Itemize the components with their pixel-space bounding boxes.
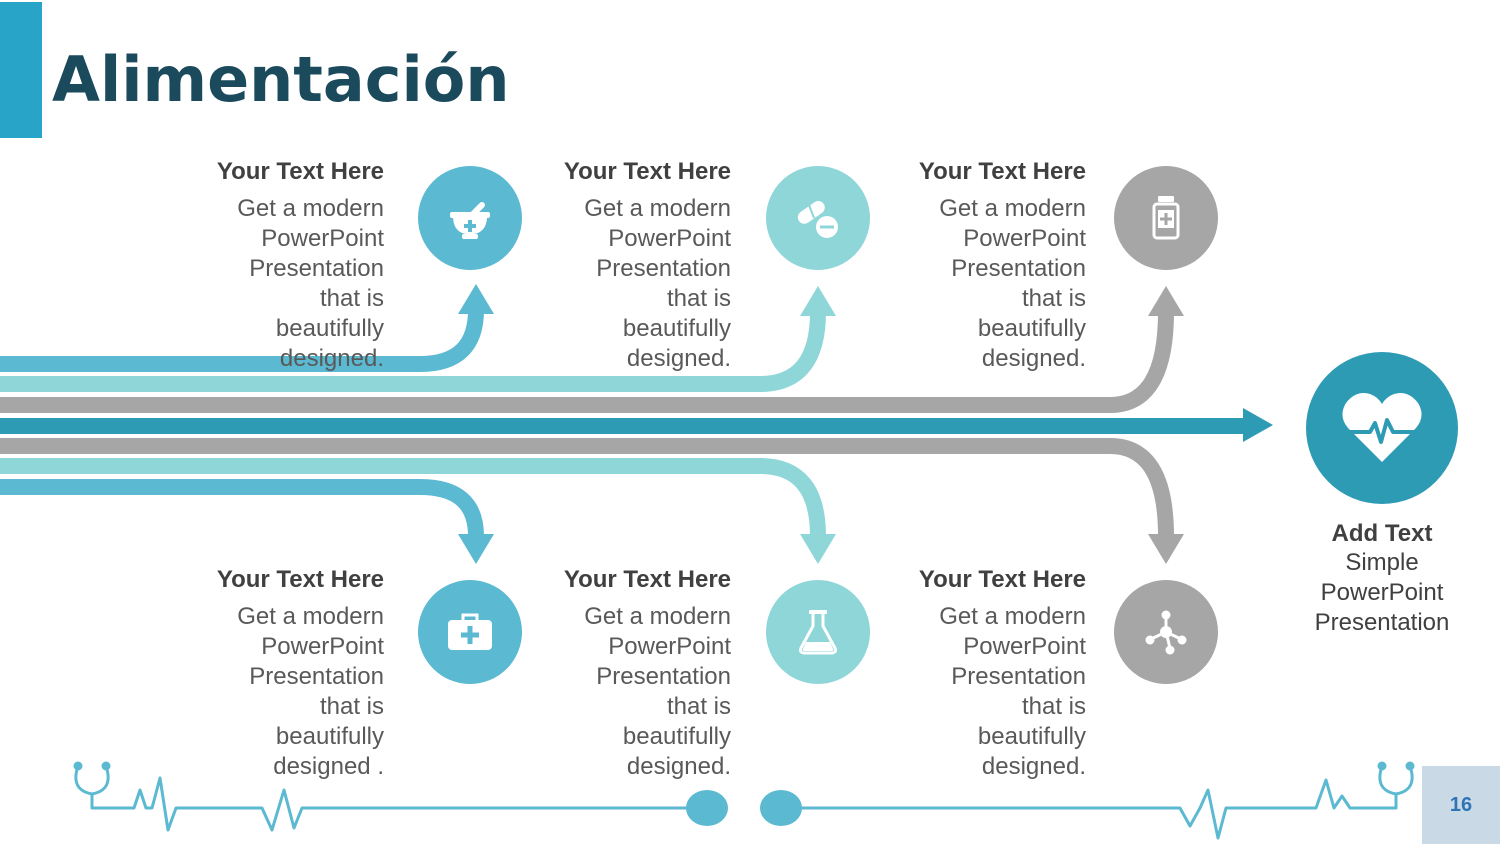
item-heading: Your Text Here xyxy=(563,158,731,185)
item-line: Get a modern xyxy=(939,603,1086,630)
item-line: PowerPoint xyxy=(608,225,731,252)
arrow-bottom-2 xyxy=(0,458,826,537)
item-line: Presentation xyxy=(249,255,384,282)
item-body: Get a modern PowerPoint Presentation tha… xyxy=(471,194,731,374)
item-line: Presentation xyxy=(596,255,731,282)
item-line: that is xyxy=(666,693,731,720)
item-line: beautifully xyxy=(977,723,1086,750)
item-body: Get a modern PowerPoint Presentation tha… xyxy=(471,602,731,782)
item-line: that is xyxy=(1021,693,1086,720)
arrow-top-2-head xyxy=(800,286,836,316)
item-heading: Your Text Here xyxy=(216,566,384,593)
item-line: PowerPoint xyxy=(261,225,384,252)
item-line: beautifully xyxy=(275,723,384,750)
main-line: Simple xyxy=(1345,549,1419,576)
arrow-top-3-head xyxy=(1148,286,1184,316)
item-heading: Your Text Here xyxy=(216,158,384,185)
item-line: Presentation xyxy=(951,663,1086,690)
item-line: designed. xyxy=(626,753,731,780)
item-line: that is xyxy=(319,693,384,720)
item-line: beautifully xyxy=(622,315,731,342)
arrow-bottom-2-head xyxy=(800,534,836,564)
item-body: Get a modern PowerPoint Presentation tha… xyxy=(124,602,384,782)
item-line: PowerPoint xyxy=(261,633,384,660)
item-line: Get a modern xyxy=(237,195,384,222)
icon-circle-bottom-2 xyxy=(766,580,870,684)
item-line: designed. xyxy=(626,345,731,372)
stethoscope-decoration xyxy=(73,761,1415,840)
arrow-top-3 xyxy=(0,311,1174,413)
item-body: Get a modern PowerPoint Presentation tha… xyxy=(124,194,384,374)
icon-circle-top-2 xyxy=(766,166,870,270)
heart-pulse-icon xyxy=(1342,393,1422,462)
main-line: Presentation xyxy=(1314,609,1450,636)
icon-circle-bottom-1 xyxy=(418,580,522,684)
mortar-pestle-icon xyxy=(450,202,490,239)
title-accent-bar xyxy=(0,2,42,138)
item-line: Presentation xyxy=(596,663,731,690)
item-line: that is xyxy=(319,285,384,312)
molecule-icon xyxy=(1145,610,1187,655)
item-line: PowerPoint xyxy=(963,633,1086,660)
item-line: PowerPoint xyxy=(963,225,1086,252)
arrow-main-head xyxy=(1243,408,1273,442)
text-block-bottom-2: Your Text Here Get a modern PowerPoint P… xyxy=(471,566,731,782)
item-line: Presentation xyxy=(249,663,384,690)
main-heading: Add Text xyxy=(1331,520,1433,547)
item-line: PowerPoint xyxy=(608,633,731,660)
arrow-top-2 xyxy=(0,311,826,392)
text-block-top-3: Your Text Here Get a modern PowerPoint P… xyxy=(826,158,1086,374)
item-line: designed. xyxy=(279,345,384,372)
page-number: 16 xyxy=(1449,793,1473,816)
pills-icon xyxy=(797,201,838,238)
arrow-bottom-3-head xyxy=(1148,534,1184,564)
item-line: designed . xyxy=(273,753,384,780)
item-line: beautifully xyxy=(622,723,731,750)
item-body: Get a modern PowerPoint Presentation tha… xyxy=(826,602,1086,782)
stethoscope-chestpiece-left xyxy=(686,790,728,826)
text-block-bottom-3: Your Text Here Get a modern PowerPoint P… xyxy=(826,566,1086,782)
item-line: Get a modern xyxy=(237,603,384,630)
item-line: that is xyxy=(1021,285,1086,312)
text-block-top-2: Your Text Here Get a modern PowerPoint P… xyxy=(471,158,731,374)
item-heading: Your Text Here xyxy=(563,566,731,593)
item-line: that is xyxy=(666,285,731,312)
item-line: designed. xyxy=(981,345,1086,372)
main-line: PowerPoint xyxy=(1320,579,1444,606)
arrow-top-1-head xyxy=(458,284,494,314)
icon-circle-bottom-3 xyxy=(1114,580,1218,684)
flask-icon xyxy=(799,610,837,655)
first-aid-kit-icon xyxy=(448,613,492,650)
item-heading: Your Text Here xyxy=(918,158,1086,185)
main-text-block: Add Text Simple PowerPoint Presentation xyxy=(1292,520,1472,638)
arrow-bottom-3 xyxy=(0,438,1174,537)
item-line: designed. xyxy=(981,753,1086,780)
arrow-bottom-1-head xyxy=(458,534,494,564)
medicine-bottle-icon xyxy=(1152,196,1180,240)
arrow-top-1 xyxy=(0,309,484,372)
item-line: beautifully xyxy=(977,315,1086,342)
slide-title: Alimentación xyxy=(52,43,510,116)
text-block-bottom-1: Your Text Here Get a modern PowerPoint P… xyxy=(124,566,384,782)
item-line: Get a modern xyxy=(584,603,731,630)
page-number-box: 16 xyxy=(1422,766,1500,844)
item-line: beautifully xyxy=(275,315,384,342)
item-line: Get a modern xyxy=(584,195,731,222)
text-block-top-1: Your Text Here Get a modern PowerPoint P… xyxy=(124,158,384,374)
item-body: Get a modern PowerPoint Presentation tha… xyxy=(826,194,1086,374)
item-line: Presentation xyxy=(951,255,1086,282)
arrow-bottom-1 xyxy=(0,479,484,537)
icon-circle-top-1 xyxy=(418,166,522,270)
item-line: Get a modern xyxy=(939,195,1086,222)
main-circle xyxy=(1306,352,1458,504)
arrow-main xyxy=(0,418,1245,434)
icon-circle-top-3 xyxy=(1114,166,1218,270)
item-heading: Your Text Here xyxy=(918,566,1086,593)
stethoscope-chestpiece-right xyxy=(760,790,802,826)
